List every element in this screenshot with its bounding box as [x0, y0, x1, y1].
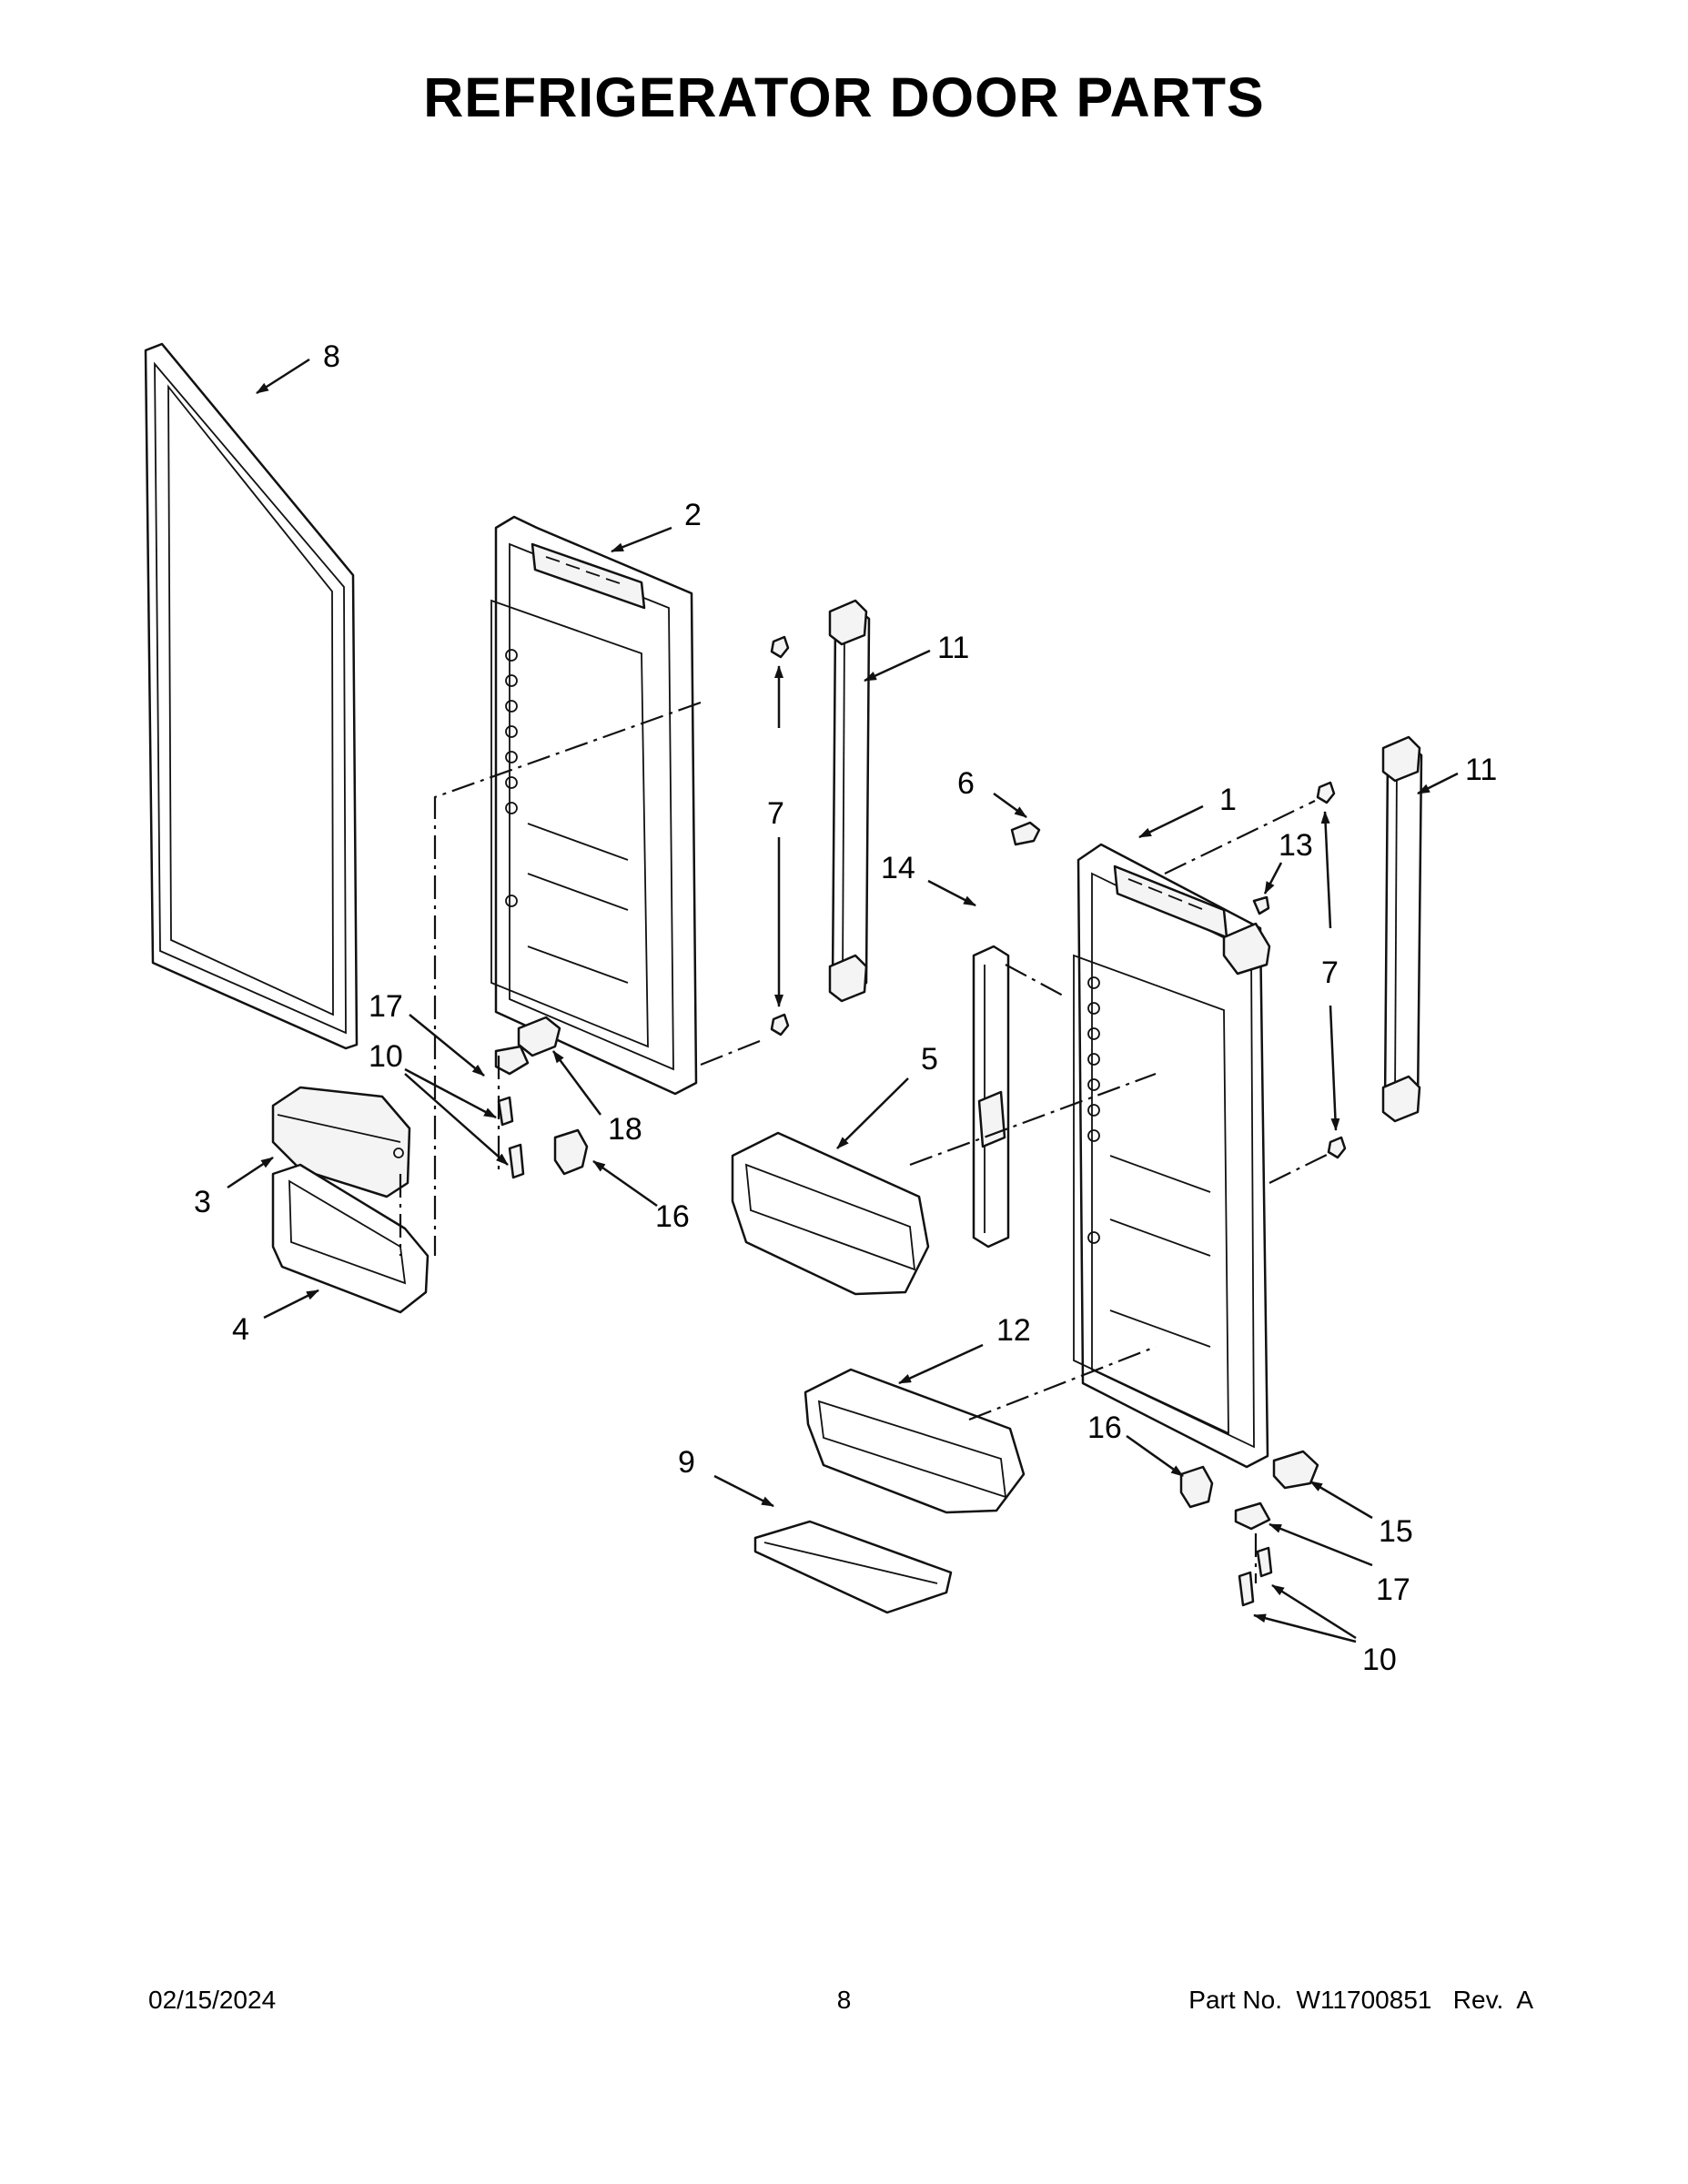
screws-part-7-left	[770, 635, 790, 1036]
callout-5: 5	[921, 1042, 938, 1077]
door-handle-part-11-right	[1381, 735, 1423, 1123]
hinge-hardware-right	[1179, 1450, 1319, 1607]
callout-17: 17	[369, 989, 403, 1024]
callout-18: 18	[608, 1112, 642, 1147]
door-bin-part-5	[731, 1131, 930, 1296]
callout-8: 8	[323, 339, 340, 374]
door-handle-part-11-left	[828, 599, 871, 1003]
callout-13: 13	[1279, 828, 1313, 863]
callout-4: 4	[232, 1312, 249, 1347]
callout-1: 1	[1219, 783, 1237, 817]
screw-part-13	[1252, 895, 1270, 915]
door-bin-part-12	[804, 1368, 1026, 1514]
callout-2: 2	[684, 498, 702, 532]
shelf-cover-part-9	[753, 1520, 953, 1614]
callout-7: 7	[767, 796, 784, 831]
footer-page-number: 8	[836, 1986, 852, 2014]
screws-part-7-right	[1316, 781, 1347, 1159]
footer-date: 02/15/2024	[148, 1986, 277, 2014]
callout-6: 6	[957, 766, 975, 801]
callout-16: 16	[655, 1199, 690, 1234]
callout-16: 16	[1087, 1410, 1122, 1445]
callout-9: 9	[678, 1445, 695, 1480]
leader-arrows	[227, 358, 1459, 1643]
door-gasket-part-8	[144, 342, 359, 1050]
callout-15: 15	[1379, 1514, 1413, 1549]
door-hinge-part-14	[972, 945, 1010, 1249]
bin-part-4	[271, 1163, 430, 1314]
assembly-lines	[399, 701, 1329, 1583]
callout-7: 7	[1321, 956, 1339, 990]
callout-10: 10	[369, 1039, 403, 1074]
callout-10: 10	[1362, 1643, 1397, 1677]
right-door-liner-part-1	[1073, 843, 1271, 1469]
footer-part-number: Part No. W11700851 Rev. A	[1188, 1986, 1533, 2014]
screw-part-6	[1010, 821, 1041, 846]
callout-12: 12	[996, 1313, 1031, 1348]
callout-11: 11	[937, 631, 969, 665]
hinge-hardware-left	[494, 1016, 589, 1179]
callout-17: 17	[1376, 1572, 1410, 1607]
left-door-liner-part-2	[490, 515, 698, 1096]
callout-11: 11	[1465, 753, 1497, 787]
page-title: REFRIGERATOR DOOR PARTS	[423, 66, 1265, 128]
callout-14: 14	[881, 851, 915, 885]
callout-3: 3	[194, 1185, 211, 1219]
callout-labels: 8 2 11 7 6 1 11 13 14 7 17 10 18 5 3 16 …	[194, 339, 1497, 1677]
